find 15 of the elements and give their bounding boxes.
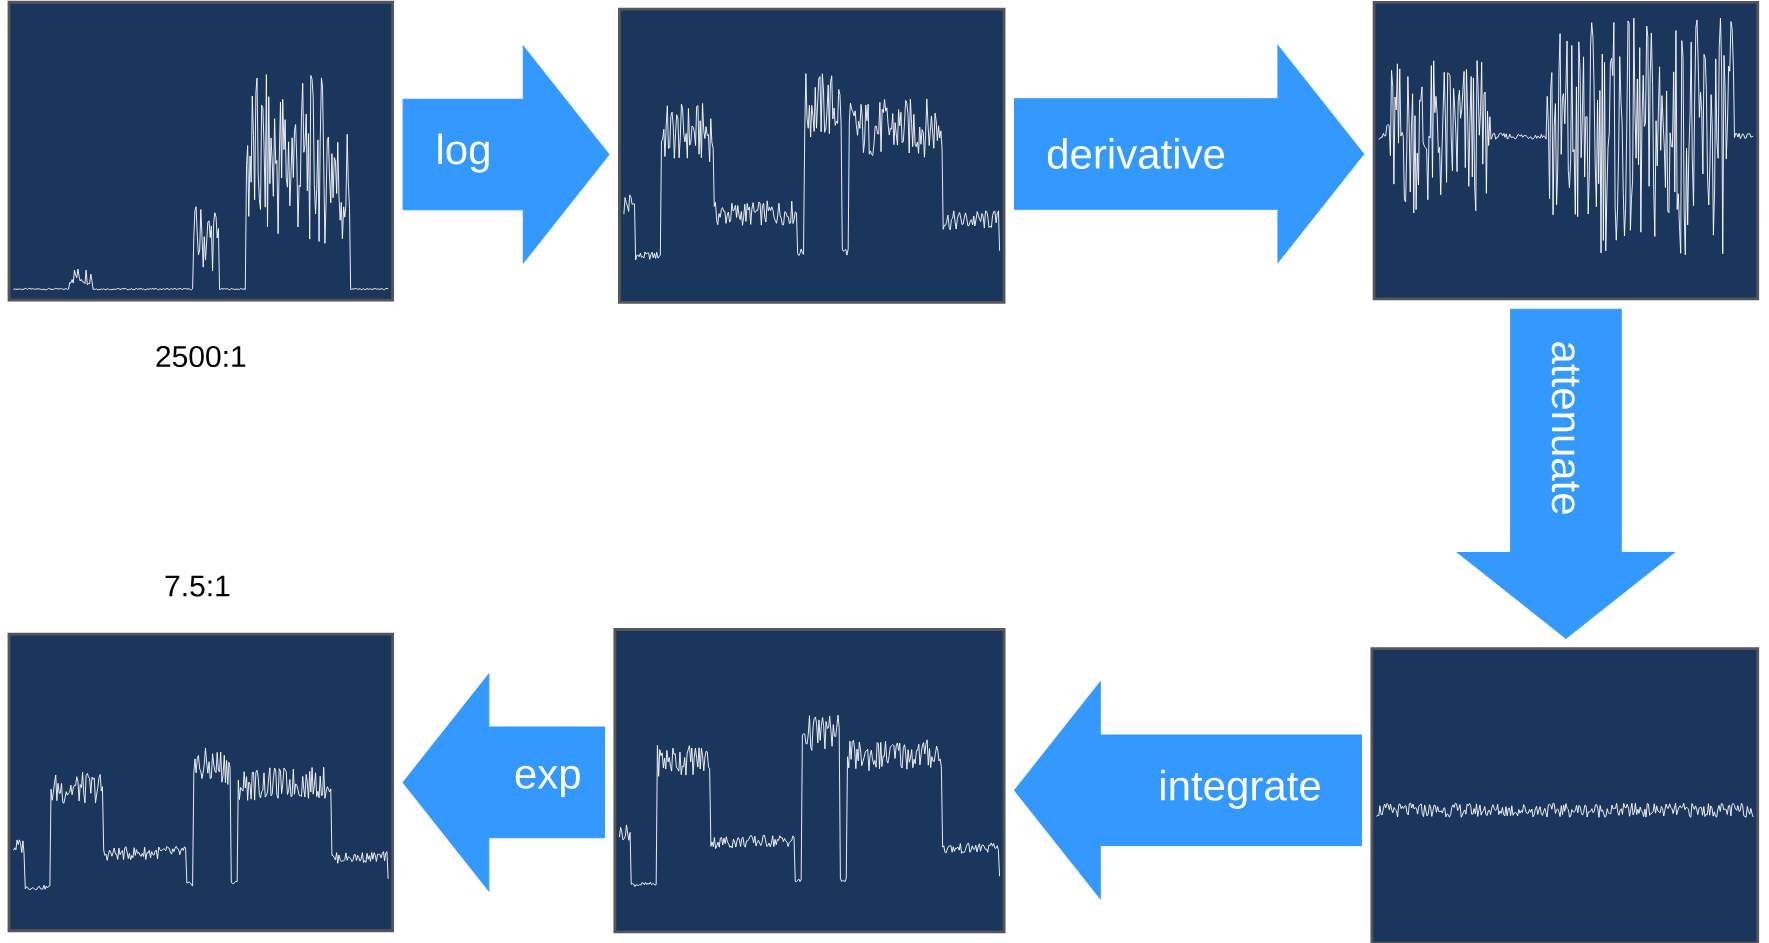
edge-label: attenuate bbox=[1551, 342, 1580, 514]
ratio-label: 2500:1 bbox=[156, 345, 246, 368]
signal-plot bbox=[7, 0, 395, 302]
signal-plot bbox=[618, 7, 1006, 304]
block-arrow bbox=[402, 45, 610, 264]
signal-plot bbox=[613, 628, 1006, 934]
edge-label: integrate bbox=[1161, 769, 1320, 809]
signal-plot bbox=[1370, 647, 1760, 943]
edge-label: derivative bbox=[1047, 138, 1225, 169]
signal-plot bbox=[7, 632, 395, 933]
signal-plot bbox=[1372, 0, 1760, 301]
edge-label: log bbox=[438, 133, 489, 173]
block-arrow bbox=[402, 673, 605, 892]
ratio-label: 7.5:1 bbox=[165, 575, 230, 597]
edge-label: exp bbox=[515, 765, 580, 797]
